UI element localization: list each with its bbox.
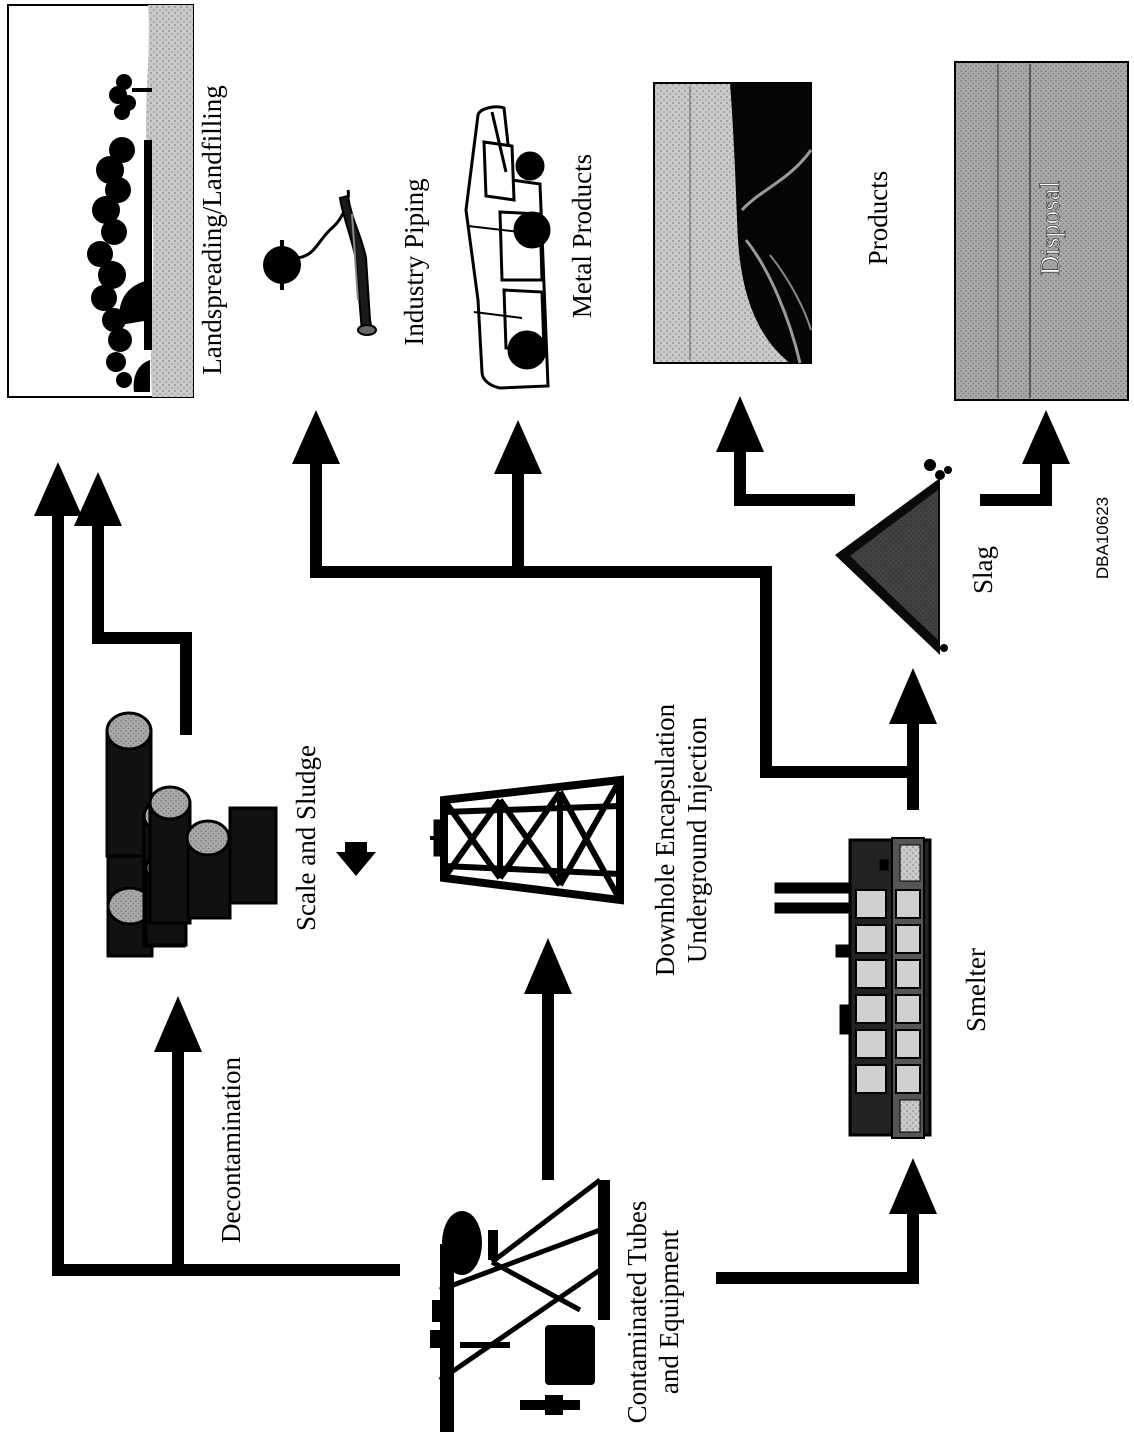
pump-jack-icon	[430, 1178, 610, 1432]
downhole-label-line1: Downhole Encapsulation	[650, 703, 680, 976]
arrowhead-industry-piping	[292, 410, 340, 464]
factory-icon	[774, 837, 932, 1139]
arrowhead-disposal	[1022, 410, 1070, 464]
edge-source-to-smelter	[716, 1210, 919, 1284]
car-icon	[464, 105, 551, 390]
smelter-label: Smelter	[961, 948, 991, 1032]
disposal-label: Disposal	[1035, 181, 1065, 276]
flow-lines	[52, 440, 1052, 1284]
arrowhead-products	[716, 396, 764, 452]
scale-sludge-label: Scale and Sludge	[291, 745, 321, 931]
drilling-rig-icon	[430, 775, 624, 905]
products-label: Products	[863, 171, 893, 266]
arrowhead-landspreading-outer	[34, 462, 82, 516]
edge-sludge-to-landspreading	[92, 520, 192, 735]
decontamination-label: Decontamination	[216, 1057, 246, 1243]
edge-slag-to-products	[734, 440, 855, 506]
downhole-label-line2: Underground Injection	[682, 716, 712, 963]
pipe-icon	[263, 189, 377, 336]
industry-piping-label: Industry Piping	[399, 178, 429, 345]
landspreading-panel	[7, 4, 194, 398]
arrowhead-downhole	[524, 938, 572, 994]
figure-code: DBA10623	[1093, 497, 1112, 579]
arrowhead-metal-products	[494, 420, 542, 474]
edge-smelter-to-products	[310, 450, 913, 778]
slag-pile-icon	[835, 459, 952, 655]
labels: Landspreading/Landfilling Industry Pipin…	[197, 85, 1112, 1423]
source-label-line2: and Equipment	[654, 1229, 684, 1394]
arrowhead-smelter	[889, 1158, 937, 1214]
trees-landscape-icon	[87, 74, 152, 392]
edge-source-to-landspreading	[52, 500, 400, 1276]
landspreading-label: Landspreading/Landfilling	[197, 85, 227, 374]
arrowhead-sludge-to-downhole	[336, 852, 376, 876]
slag-label: Slag	[968, 546, 998, 594]
arrowhead-slag	[889, 668, 937, 724]
road-photo-icon	[653, 82, 813, 364]
metal-products-label: Metal Products	[567, 154, 597, 318]
source-label-line1: Contaminated Tubes	[622, 1201, 652, 1424]
drums-icon	[105, 711, 278, 958]
arrowhead-decontamination	[154, 996, 202, 1052]
disposal-photo-icon: Disposal	[954, 61, 1129, 401]
arrowhead-landspreading-inner	[74, 472, 122, 526]
arrow-heads	[34, 396, 1070, 1214]
